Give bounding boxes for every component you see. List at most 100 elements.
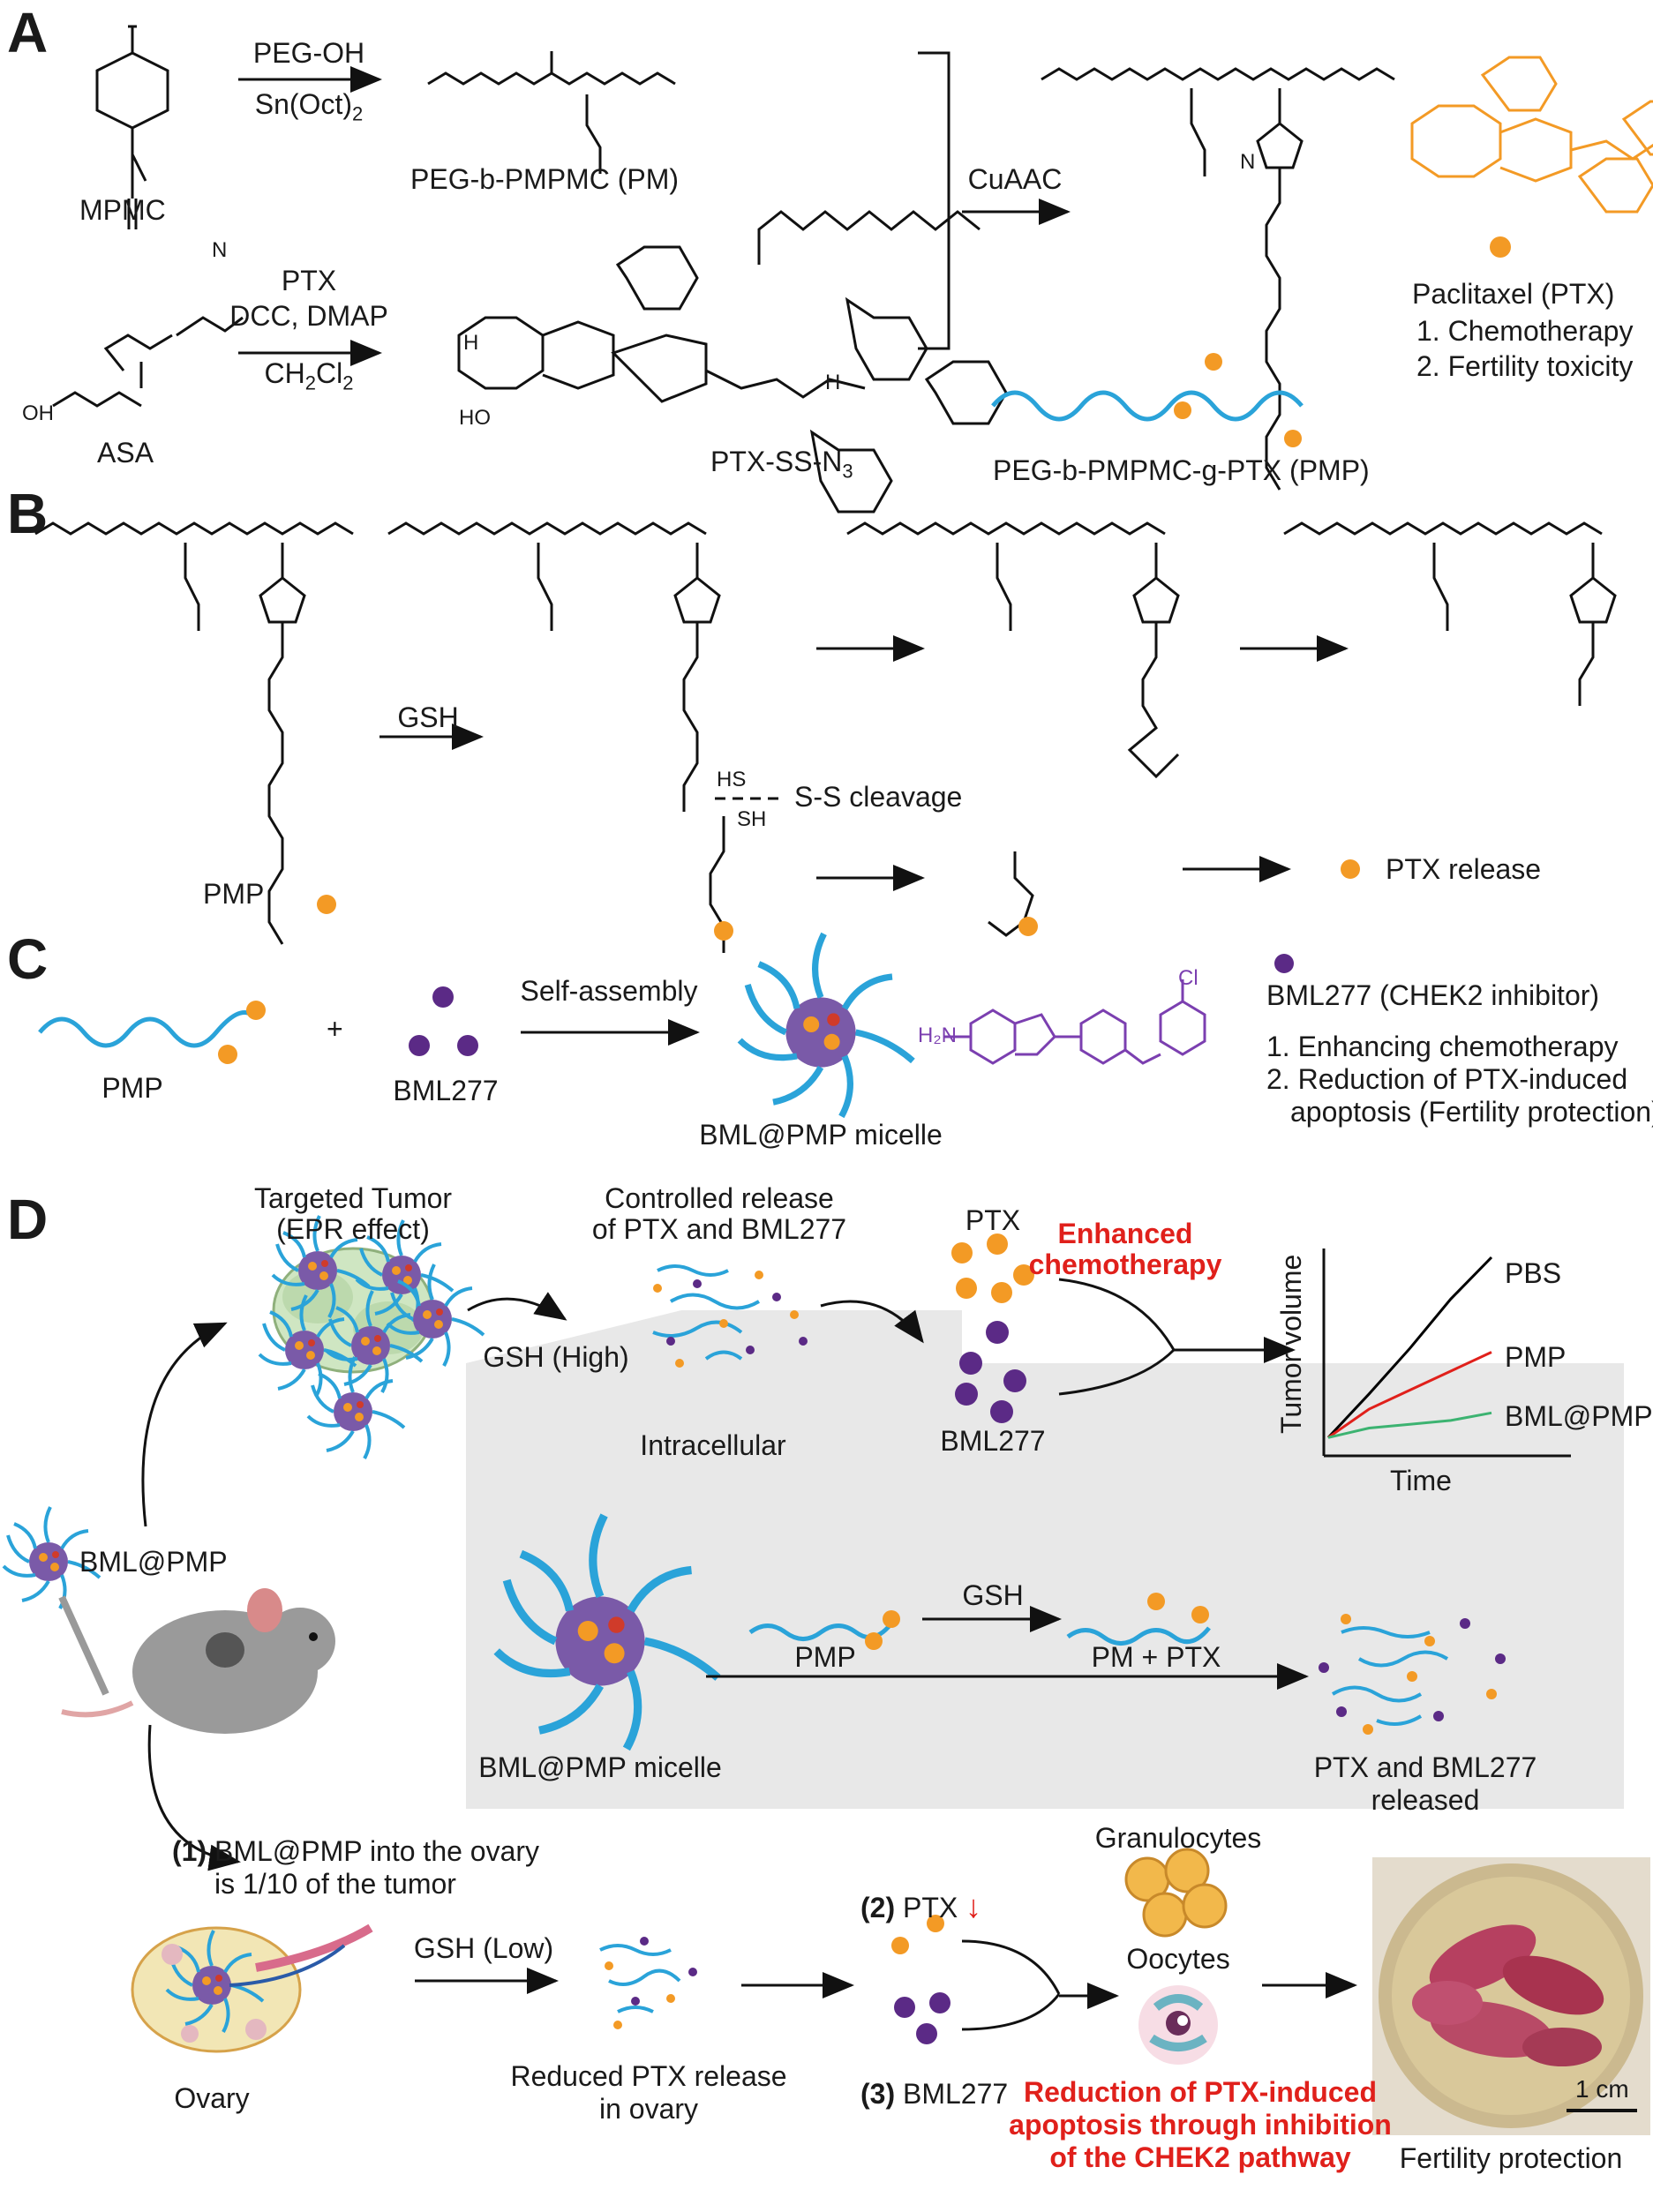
self-assembly-label: Self-assembly — [520, 975, 698, 1007]
bml277-point-2a: 2. Reduction of PTX-induced — [1266, 1063, 1628, 1095]
pmp-label-b: PMP — [203, 878, 265, 910]
fertility-protection-label: Fertility protection — [1399, 2142, 1623, 2174]
step2-reagents: DCC, DMAP — [229, 300, 388, 332]
step2-text: (2) PTX ↓ — [860, 1888, 982, 1924]
bml277-point-1: 1. Enhancing chemotherapy — [1266, 1031, 1619, 1062]
released-fragments-ovary — [599, 1944, 681, 2013]
targeted-tumor-label: Targeted Tumor — [253, 1182, 453, 1214]
chem-h2n: H₂N — [918, 1024, 957, 1047]
bml-dot — [1274, 954, 1294, 973]
reduced-release-label-2: in ovary — [598, 2093, 699, 2125]
gsh-low-label: GSH (Low) — [413, 1932, 554, 1964]
plus-sign: + — [327, 1013, 343, 1045]
pm-ptx-label: PM + PTX — [1091, 1641, 1221, 1673]
series-label-pmp: PMP — [1505, 1341, 1567, 1373]
paclitaxel-point-2: 2. Fertility toxicity — [1416, 350, 1634, 382]
tumor-cluster — [258, 1214, 485, 1460]
series-label-pbs: PBS — [1505, 1257, 1562, 1289]
panel-label-c: C — [7, 927, 49, 991]
ss-cleavage-label: S-S cleavage — [794, 781, 963, 813]
cuaac-label: CuAAC — [967, 163, 1063, 195]
pmp-label-d: PMP — [794, 1641, 856, 1673]
reduced-release-label: Reduced PTX release — [510, 2060, 787, 2092]
pups-photo — [1372, 1857, 1650, 2135]
bml277-label-c: BML277 — [393, 1075, 499, 1106]
pmp-label: PEG-b-PMPMC-g-PTX (PMP) — [993, 454, 1370, 486]
gsh-high-label: GSH (High) — [483, 1341, 629, 1373]
bml277-title: BML277 (CHEK2 inhibitor) — [1266, 979, 1600, 1011]
ptx-ss-n3-label: PTX-SS-N3 — [710, 446, 853, 483]
bml277-structure — [944, 979, 1206, 1065]
chem-sh: SH — [737, 807, 767, 831]
mpmc-label: MPMC — [79, 194, 166, 226]
step3-text: (3) BML277 — [860, 2078, 1009, 2110]
bracket — [918, 51, 950, 350]
reduction-label-2: apoptosis through inhibition — [1009, 2109, 1392, 2141]
panel-label-a: A — [7, 1, 49, 64]
ovary-label: Ovary — [174, 2082, 250, 2114]
panel-label-b: B — [7, 482, 49, 545]
scale-bar-label: 1 cm — [1575, 2075, 1629, 2103]
enhanced-label: Enhanced — [1057, 1218, 1193, 1249]
series-line-pbs — [1326, 1256, 1493, 1439]
panel-b-structures — [34, 521, 1617, 953]
pm-structure — [427, 51, 676, 174]
released-label-1: PTX and BML277 — [1313, 1751, 1537, 1783]
paclitaxel-point-1: 1. Chemotherapy — [1416, 315, 1634, 347]
bml-pmp-injection-label: BML@PMP — [79, 1546, 228, 1578]
controlled-release-label: Controlled release — [605, 1182, 834, 1214]
mpmc-structure — [95, 25, 169, 229]
step2-solvent: CH2Cl2 — [264, 357, 354, 394]
granulocytes-label: Granulocytes — [1094, 1822, 1262, 1854]
intracellular-label: Intracellular — [640, 1429, 786, 1461]
ptx-release-label: PTX release — [1386, 853, 1542, 885]
step1-text-2: is 1/10 of the tumor — [214, 1868, 456, 1900]
step2-ptx: PTX — [281, 265, 337, 296]
released-fragments-top — [652, 1264, 761, 1361]
y-axis-label: Tumor volume — [1275, 1254, 1307, 1434]
reduction-label-3: of the CHEK2 pathway — [1049, 2141, 1351, 2173]
step1-text: (1) BML@PMP into the ovary — [172, 1835, 540, 1867]
bml277-label-d: BML277 — [940, 1425, 1046, 1457]
micelle-label-c: BML@PMP micelle — [699, 1119, 943, 1151]
chem-cl: Cl — [1178, 966, 1198, 990]
micelle-c — [740, 934, 913, 1116]
epr-effect-label: (EPR effect) — [276, 1213, 430, 1245]
series-line-bml-pmp — [1327, 1411, 1492, 1439]
intracellular-box — [466, 1310, 1624, 1809]
tumor-volume-chart — [1322, 1248, 1571, 1458]
paclitaxel-label: Paclitaxel (PTX) — [1412, 278, 1615, 310]
chem-h-ptx: H — [463, 331, 479, 355]
chem-n3-asa: N — [212, 238, 228, 262]
micelle-label-d: BML@PMP micelle — [478, 1751, 722, 1783]
series-line-pmp — [1327, 1351, 1492, 1439]
pmp-polymer — [991, 390, 1304, 422]
x-axis-label: Time — [1390, 1465, 1452, 1496]
mouse-illustration — [2, 1505, 335, 1734]
oocyte-illustration — [1138, 1985, 1218, 2065]
chem-nh-ptx: H — [825, 371, 841, 394]
released-fragments-d — [1331, 1626, 1449, 1726]
released-label-2: released — [1371, 1784, 1480, 1816]
pmp-cartoon-c — [38, 1010, 253, 1048]
ptx-dot — [1284, 430, 1302, 447]
series-label-bml-pmp: BML@PMP — [1505, 1400, 1653, 1432]
granulocytes-illustration — [1124, 1848, 1228, 1938]
gsh-label-b: GSH — [397, 701, 459, 733]
ptx-release-dot — [1341, 859, 1360, 879]
controlled-release-label-2: of PTX and BML277 — [591, 1213, 847, 1245]
step1-reagent: PEG-OH — [252, 37, 365, 69]
panel-label-d: D — [7, 1188, 49, 1251]
pmp-structure — [1041, 67, 1395, 491]
chem-ho-ptx: HO — [459, 406, 491, 430]
ovary-illustration — [131, 1923, 373, 2053]
pmp-label-c: PMP — [101, 1072, 163, 1104]
pm-label: PEG-b-PMPMC (PM) — [410, 163, 679, 195]
chem-n-triazole: N — [1240, 150, 1256, 174]
step1-catalyst: Sn(Oct)2 — [254, 88, 364, 125]
ptx-ss-n3-structure — [457, 210, 1008, 514]
chem-hs: HS — [717, 768, 747, 791]
chemotherapy-label: chemotherapy — [1028, 1248, 1222, 1280]
asa-label: ASA — [97, 437, 154, 469]
